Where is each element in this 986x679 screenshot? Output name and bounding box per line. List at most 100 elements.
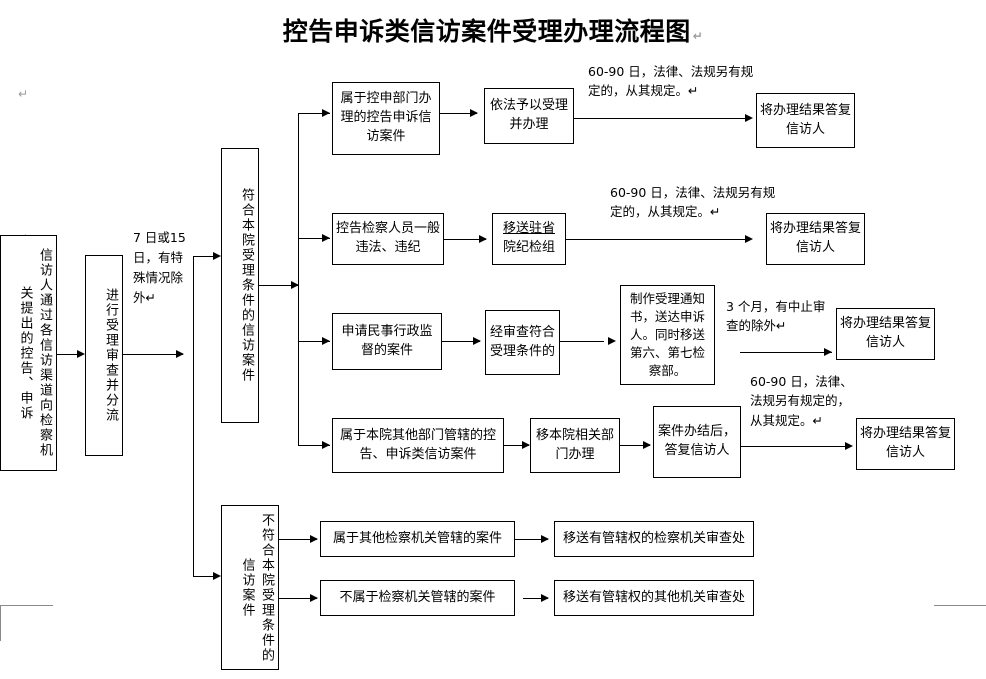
connector-branch-2 <box>298 238 330 239</box>
node-ineligible-label: 不符合本院受理条件的信访案件 <box>239 512 275 663</box>
connector-row2-1-2 <box>444 239 486 240</box>
connector-row5-1-2 <box>515 539 548 540</box>
arrowhead-review-split <box>176 350 184 358</box>
connector-row3-2-3 <box>560 341 604 342</box>
connector-branch-5 <box>279 539 317 540</box>
node-review[interactable]: 进行受理审查并分流 <box>85 255 123 456</box>
node-row2-step2-line2: 院纪检组 <box>502 240 555 255</box>
arrowhead-row6-1-2 <box>541 594 549 602</box>
arrowhead-row5-1-2 <box>541 535 549 543</box>
arrowhead-branch-3 <box>322 337 330 345</box>
node-row1-step1-label: 属于控申部门办理的控告申诉信访案件 <box>340 91 432 144</box>
node-row4-step3[interactable]: 案件办结后，答复信访人 <box>653 406 741 478</box>
node-row5-step2[interactable]: 移送有管辖权的检察机关审查处 <box>554 521 754 557</box>
node-row6-step1[interactable]: 不属于检察机关管辖的案件 <box>320 580 515 616</box>
connector-row4-2-3 <box>620 445 650 446</box>
arrowhead-branch-1 <box>322 109 330 117</box>
node-row1-step2-label: 依法予以受理并办理 <box>489 98 568 132</box>
node-row4-step3-label: 案件办结后，答复信访人 <box>657 424 736 458</box>
connector-eligible-trunk <box>259 285 298 286</box>
connector-branch-4 <box>298 445 330 446</box>
node-eligible-label: 符合本院受理条件的信访案件 <box>239 188 254 383</box>
node-row4-output-label: 将办理结果答复信访人 <box>860 426 952 460</box>
node-intake[interactable]: 信访人通过各信访渠道向检察机关提出的控告、申诉 <box>0 235 57 471</box>
node-row1-step1[interactable]: 属于控申部门办理的控告申诉信访案件 <box>332 82 440 155</box>
node-row4-output[interactable]: 将办理结果答复信访人 <box>856 418 955 470</box>
node-row3-output[interactable]: 将办理结果答复信访人 <box>836 308 935 360</box>
node-eligible[interactable]: 符合本院受理条件的信访案件 <box>221 148 259 423</box>
arrowhead-branch-2 <box>322 234 330 242</box>
connector-fanout-trunk <box>298 113 299 445</box>
node-row2-output-label: 将办理结果答复信访人 <box>770 221 862 255</box>
node-row1-step2[interactable]: 依法予以受理并办理 <box>484 88 574 144</box>
arrowhead-branch-6 <box>310 594 318 602</box>
connector-branch-6 <box>279 598 317 599</box>
node-row2-step2[interactable]: 移送驻省 院纪检组 <box>492 213 566 265</box>
connector-review-split <box>123 354 183 355</box>
node-row4-step2[interactable]: 移本院相关部门办理 <box>530 418 620 473</box>
connector-row1-1-2 <box>440 113 477 114</box>
arrowhead-split-eligible <box>213 252 221 260</box>
node-row2-step1-label: 控告检察人员一般违法、违纪 <box>336 221 441 255</box>
connector-split-to-eligible <box>193 256 219 257</box>
node-row3-step3-label: 制作受理通知书，送达申诉人。同时移送第六、第七检察部。 <box>629 290 705 379</box>
node-row3-output-label: 将办理结果答复信访人 <box>840 316 932 350</box>
node-row2-step2-line1: 移送驻省 <box>502 221 555 237</box>
arrowhead-row2-2-out <box>745 235 753 243</box>
arrowhead-row3-2-3 <box>608 337 616 345</box>
connector-row6-1-2 <box>523 598 548 599</box>
node-row3-step2-label: 经审查符合受理条件的 <box>489 324 555 359</box>
connector-row3-1-2 <box>442 341 480 342</box>
node-row3-step3[interactable]: 制作受理通知书，送达申诉人。同时移送第六、第七检察部。 <box>620 285 715 385</box>
node-row6-step1-label: 不属于检察机关管辖的案件 <box>339 589 496 605</box>
node-row2-output[interactable]: 将办理结果答复信访人 <box>766 213 865 265</box>
corner-mark-bottom-right <box>934 605 986 641</box>
title-paragraph-mark: ↵ <box>692 29 704 43</box>
node-row2-step1[interactable]: 控告检察人员一般违法、违纪 <box>332 213 444 265</box>
node-row3-step1[interactable]: 申请民事行政监督的案件 <box>332 313 442 370</box>
page-title: 控告申诉类信访案件受理办理流程图↵ <box>0 12 986 48</box>
connector-row1-2-out <box>574 118 750 119</box>
node-row4-step1[interactable]: 属于本院其他部门管辖的控告、申诉类信访案件 <box>332 418 504 473</box>
node-row2-step2-wrap: 移送驻省 院纪检组 <box>496 220 562 258</box>
arrowhead-row1-2-out <box>745 114 753 122</box>
arrowhead-eligible-trunk <box>291 281 299 289</box>
annotation-intake-timeline: 7 日或15 日，有特殊情况除外↵ <box>133 230 186 305</box>
annotation-row1-deadline: 60-90 日，法律、法规另有规定的，从其规定。↵ <box>588 64 754 99</box>
node-row6-step2[interactable]: 移送有管辖权的其他机关审查处 <box>554 580 754 616</box>
node-row3-step2[interactable]: 经审查符合受理条件的 <box>485 310 560 375</box>
annotation-row2-deadline: 60-90 日，法律、法规另有规定的，从其规定。↵ <box>610 185 776 220</box>
arrowhead-branch-4 <box>322 441 330 449</box>
arrowhead-row3-1-2 <box>473 337 481 345</box>
connector-row3-3-out <box>740 352 832 353</box>
connector-row4-3-out <box>741 446 851 447</box>
node-row3-step1-label: 申请民事行政监督的案件 <box>341 323 433 358</box>
arrowhead-row2-1-2 <box>479 235 487 243</box>
paragraph-mark-top-left: ↵ <box>18 87 29 101</box>
connector-row2-2-out <box>566 239 750 240</box>
node-review-label: 进行受理审查并分流 <box>103 288 118 423</box>
annotation-row3-deadline: 3 个月，有中止审查的除外↵ <box>726 299 826 334</box>
connector-split-to-ineligible <box>193 576 219 577</box>
node-row1-output-label: 将办理结果答复信访人 <box>760 102 852 137</box>
node-ineligible[interactable]: 不符合本院受理条件的信访案件 <box>221 505 279 670</box>
node-intake-label: 信访人通过各信访渠道向检察机关提出的控告、申诉 <box>17 248 53 458</box>
node-row4-step2-label: 移本院相关部门办理 <box>535 427 614 462</box>
node-row4-step1-label: 属于本院其他部门管辖的控告、申诉类信访案件 <box>339 427 496 462</box>
connector-branch-3 <box>298 341 330 342</box>
page-title-text: 控告申诉类信访案件受理办理流程图 <box>282 17 691 46</box>
connector-intake-review <box>57 354 79 355</box>
arrowhead-row1-1-2 <box>470 109 478 117</box>
node-row5-step1[interactable]: 属于其他检察机关管辖的案件 <box>320 521 515 557</box>
connector-branch-1 <box>298 113 330 114</box>
arrowhead-row4-3-out <box>845 442 853 450</box>
arrowhead-row4-2-3 <box>643 441 651 449</box>
arrowhead-row4-1-2 <box>522 441 530 449</box>
arrowhead-intake-review <box>77 350 85 358</box>
node-row5-step2-label: 移送有管辖权的检察机关审查处 <box>562 530 745 546</box>
node-row1-output[interactable]: 将办理结果答复信访人 <box>756 93 855 148</box>
connector-split-trunk <box>193 256 194 576</box>
node-row6-step2-label: 移送有管辖权的其他机关审查处 <box>562 589 745 605</box>
node-row5-step1-label: 属于其他检察机关管辖的案件 <box>332 530 502 546</box>
